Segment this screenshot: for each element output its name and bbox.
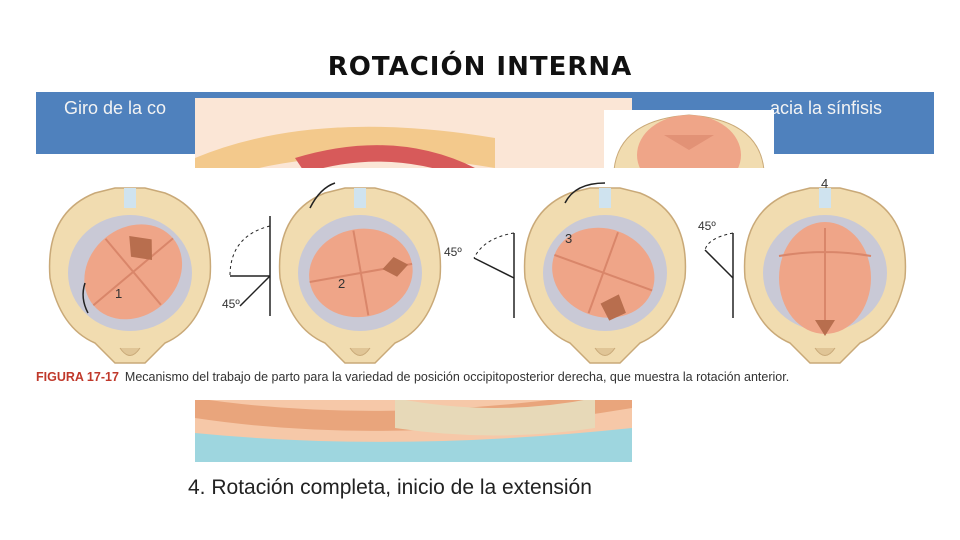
angle-label-3: 45º	[698, 219, 716, 233]
rotation-step-2: 2	[278, 182, 442, 364]
rotation-step-1: 1	[48, 187, 212, 364]
rotation-figure: 1 45º 2 45º	[30, 168, 934, 400]
figure-caption: FIGURA 17-17 Mecanismo del trabajo de par…	[36, 370, 789, 384]
rotation-step-4: 4	[743, 176, 907, 364]
rotation-figure-svg: 1 45º 2 45º	[48, 176, 907, 364]
angle-label-2: 45º	[444, 245, 462, 259]
angle-marker-2: 45º	[444, 232, 515, 318]
figure-caption-label: FIGURA 17-17	[36, 370, 119, 384]
slide-title: ROTACIÓN INTERNA	[327, 52, 633, 82]
back-image-caption: 4. Rotación completa, inicio de la exten…	[188, 476, 592, 499]
step-number-4: 4	[821, 176, 828, 191]
banner-text-right: acia la sínfisis	[770, 98, 883, 118]
angle-marker-1: 45º	[222, 216, 271, 316]
angle-label-1: 45º	[222, 297, 240, 311]
figure-caption-text: Mecanismo del trabajo de parto para la v…	[124, 370, 790, 384]
banner-text-left: Giro de la co	[64, 98, 167, 118]
step-number-2: 2	[338, 276, 345, 291]
angle-marker-3: 45º	[698, 219, 734, 318]
step-number-3: 3	[565, 231, 572, 246]
rotation-step-3: 3	[523, 182, 687, 364]
step-number-1: 1	[115, 286, 122, 301]
